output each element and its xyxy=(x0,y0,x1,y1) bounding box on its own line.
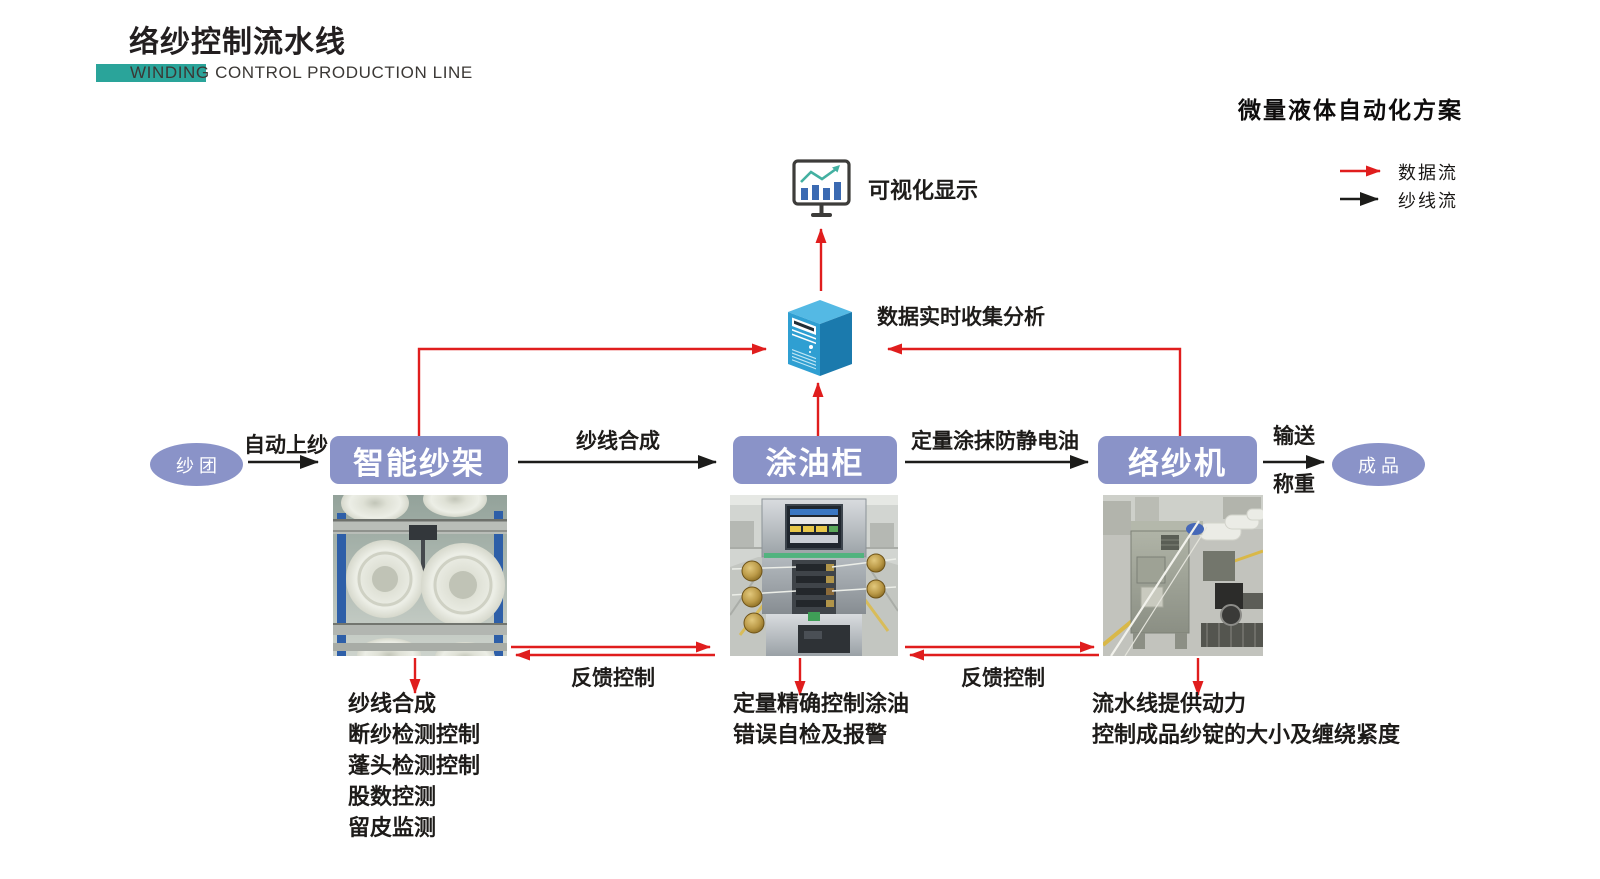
legend-data-flow-label: 数据流 xyxy=(1398,163,1458,183)
page-subtitle-en: WINDING CONTROL PRODUCTION LINE xyxy=(130,63,473,82)
arrow-station3-to-server xyxy=(887,343,1182,436)
legend-yarn-flow-label: 纱线流 xyxy=(1398,191,1458,211)
station3-notes: 流水线提供动力 控制成品纱锭的大小及缠绕紧度 xyxy=(1092,688,1400,750)
station2-notes: 定量精确控制涂油 错误自检及报警 xyxy=(733,688,909,750)
edge-yarn-synthesis-label: 纱线合成 xyxy=(576,430,660,453)
edge-convey-label: 输送 xyxy=(1273,425,1315,448)
note-line: 错误自检及报警 xyxy=(733,722,888,747)
edge-weigh-label: 称重 xyxy=(1273,473,1315,496)
note-line: 流水线提供动力 xyxy=(1092,691,1247,716)
scheme-title: 微量液体自动化方案 xyxy=(1238,98,1463,123)
note-line: 股数控测 xyxy=(348,784,437,809)
feedback-label-1: 反馈控制 xyxy=(571,667,655,690)
data-server-icon xyxy=(788,300,852,376)
visualization-label: 可视化显示 xyxy=(868,178,979,203)
page-title: 络纱控制流水线 xyxy=(129,26,346,59)
title-accent-bar xyxy=(96,64,206,82)
arrow-station1-to-server xyxy=(417,343,767,436)
edge-auto-loading-label: 自动上纱 xyxy=(244,434,328,457)
note-line: 纱线合成 xyxy=(348,691,437,716)
edge-oil-coating-label: 定量涂抹防静电油 xyxy=(911,430,1079,453)
note-line: 控制成品纱锭的大小及缠绕紧度 xyxy=(1092,722,1401,747)
note-line: 定量精确控制涂油 xyxy=(733,691,910,716)
station-oiling-cabinet: 涂油柜 xyxy=(733,436,897,484)
creel-photo xyxy=(333,495,507,656)
note-line: 留皮监测 xyxy=(348,815,437,840)
dashboard-monitor-icon xyxy=(792,159,851,217)
note-line: 断纱检测控制 xyxy=(348,722,481,747)
station1-notes: 纱线合成 断纱检测控制 蓬头检测控制 股数控测 留皮监测 xyxy=(348,688,480,843)
station-smart-creel: 智能纱架 xyxy=(330,436,508,484)
oiling-cabinet-photo xyxy=(730,495,898,656)
winding-machine-photo xyxy=(1103,495,1263,656)
source-node: 纱团 xyxy=(150,443,243,486)
station-winding-machine: 络纱机 xyxy=(1098,436,1257,484)
data-collection-label: 数据实时收集分析 xyxy=(877,306,1045,329)
feedback-label-2: 反馈控制 xyxy=(961,667,1045,690)
product-node: 成品 xyxy=(1332,443,1425,486)
note-line: 蓬头检测控制 xyxy=(348,753,481,778)
